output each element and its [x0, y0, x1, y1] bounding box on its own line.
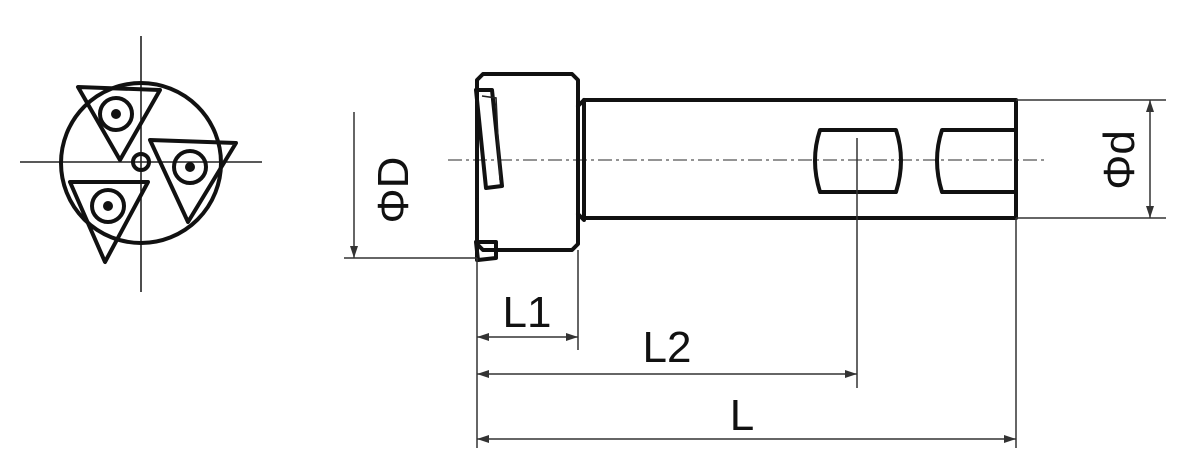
diameter-d-dimension: [1016, 99, 1166, 219]
cutter-side-view: [448, 72, 1045, 262]
L-label: L: [730, 391, 754, 440]
diameter-d-label: Φd: [1095, 130, 1144, 190]
L1-dimension: [477, 333, 578, 341]
diameter-D-dimension: [344, 112, 477, 259]
L1-label: L1: [503, 288, 552, 337]
three-insert-cutter-end-view-icon: [20, 36, 262, 292]
L2-label: L2: [643, 323, 692, 372]
L2-dimension: [477, 370, 857, 378]
L-dimension: [477, 435, 1016, 443]
diameter-D-label: ΦD: [369, 157, 418, 224]
